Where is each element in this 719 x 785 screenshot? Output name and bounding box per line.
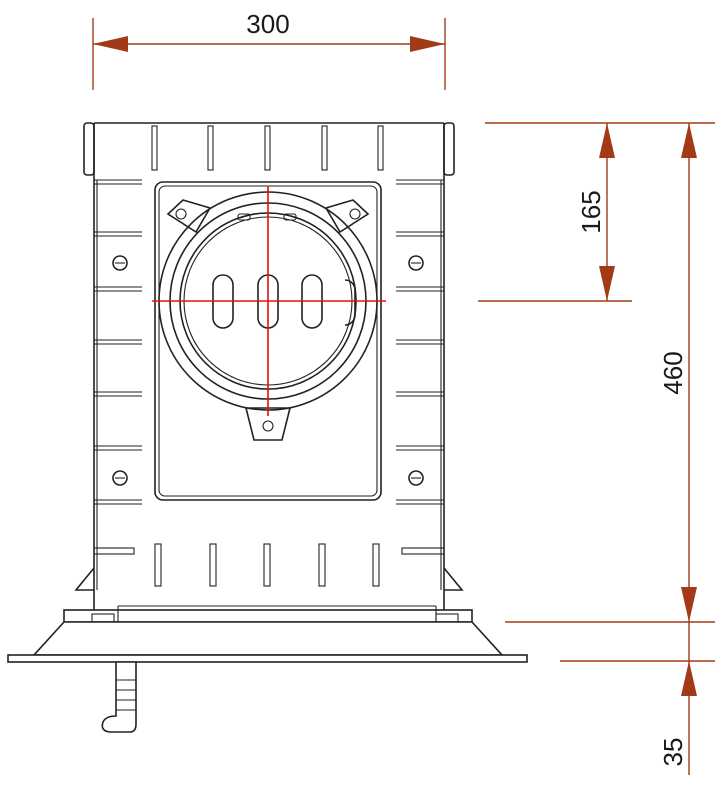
centerline-cross: [152, 186, 386, 416]
side-ribs-left: [94, 179, 142, 505]
drain-spout: [101, 661, 137, 733]
arrow-down-icon: [681, 587, 697, 622]
side-ribs-right: [396, 179, 444, 505]
arrow-left-icon: [93, 36, 128, 52]
dimension-label-165: 165: [576, 190, 606, 233]
housing-body: [74, 122, 464, 610]
arrow-right-icon: [410, 36, 445, 52]
front-panel: [154, 181, 382, 501]
arrow-up-icon: [681, 123, 697, 158]
base-flange: [7, 605, 528, 663]
dimension-label-460: 460: [658, 351, 688, 394]
top-ribs: [151, 125, 384, 171]
arrow-up-icon: [599, 123, 615, 158]
dimension-width-top: 300: [92, 9, 446, 90]
lower-ribs: [154, 543, 380, 587]
screw-icon: [408, 470, 424, 486]
dimension-label-35: 35: [658, 738, 688, 767]
screw-icon: [112, 255, 128, 271]
arrow-up-icon: [681, 661, 697, 696]
screw-icon: [112, 470, 128, 486]
dimension-right: 165 460 35: [478, 122, 715, 775]
screw-icon: [408, 255, 424, 271]
arrow-down-icon: [599, 266, 615, 301]
dimension-label-300: 300: [246, 9, 289, 39]
